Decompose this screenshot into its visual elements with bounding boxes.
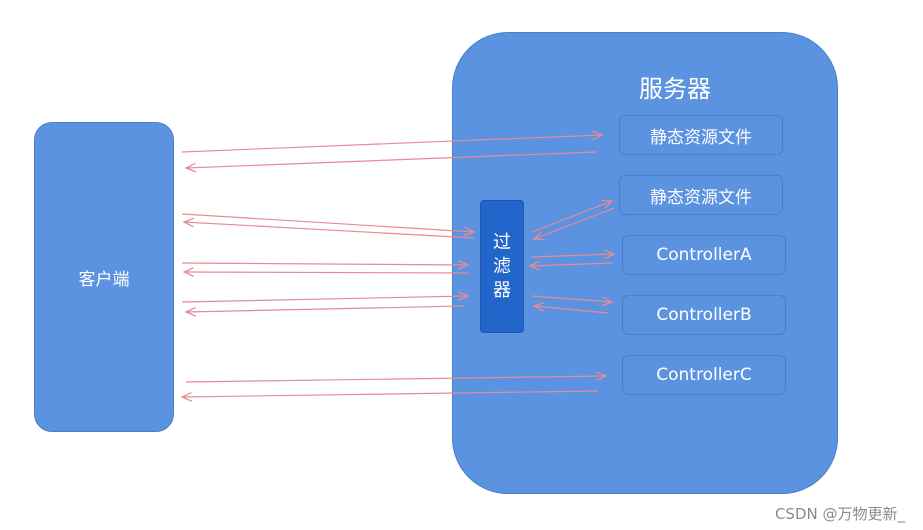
- watermark: CSDN @万物更新_: [774, 505, 905, 523]
- static-resource-2-label: 静态资源文件: [650, 187, 752, 208]
- arrow-filter-to-client-2: [184, 272, 469, 273]
- static-resource-2-box: 静态资源文件: [619, 175, 783, 215]
- client-label: 客户端: [78, 269, 130, 290]
- server-title: 服务器: [639, 75, 711, 103]
- static-resource-1-box: 静态资源文件: [619, 115, 783, 155]
- filter-char-3: 器: [493, 279, 511, 301]
- arrow-client-to-filter-1: [181, 213, 474, 232]
- arrow-filter-to-client-3: [186, 305, 465, 312]
- static-resource-1-label: 静态资源文件: [650, 127, 752, 148]
- controller-c-label: ControllerC: [656, 365, 752, 385]
- filter-char-1: 过: [493, 231, 511, 253]
- controller-b-label: ControllerB: [656, 305, 752, 325]
- arrow-client-to-filter-2: [181, 263, 468, 265]
- filter-box: 过 滤 器: [480, 200, 524, 333]
- controller-a-box: ControllerA: [622, 235, 786, 275]
- filter-char-2: 滤: [493, 255, 511, 277]
- controller-c-box: ControllerC: [622, 355, 786, 395]
- arrow-client-to-filter-3: [181, 296, 468, 303]
- arrow-filter-to-client-1: [184, 222, 475, 239]
- controller-b-box: ControllerB: [622, 295, 786, 335]
- client-box: 客户端: [34, 122, 174, 432]
- controller-a-label: ControllerA: [656, 245, 752, 265]
